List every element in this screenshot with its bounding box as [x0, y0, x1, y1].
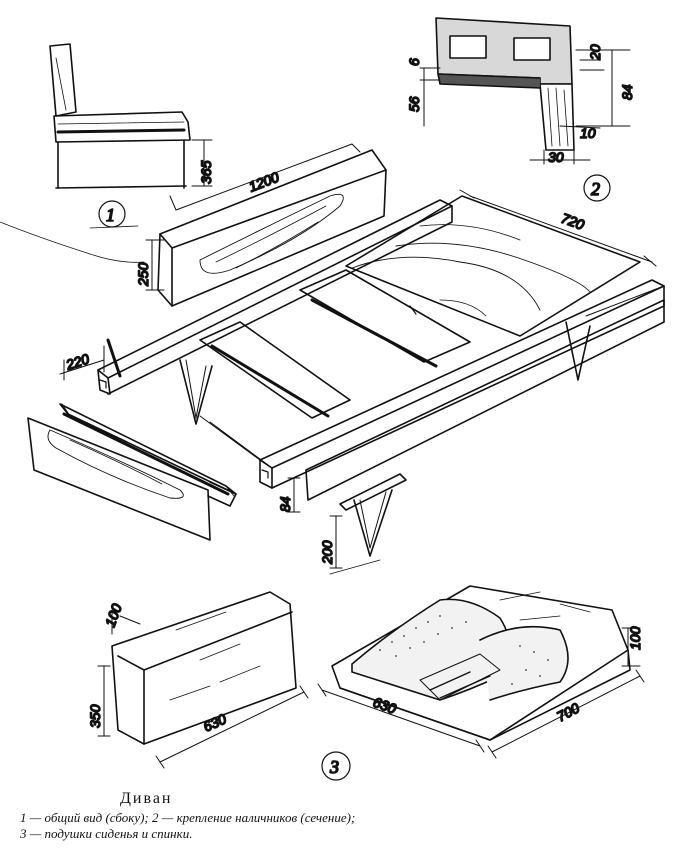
dim-200: 200 [319, 540, 335, 565]
dim-350: 350 [87, 704, 103, 728]
dim-6: 6 [406, 58, 422, 66]
figure-caption: Диван 1 — общий вид (сбоку); 2 — креплен… [20, 790, 680, 842]
side-view: 365 1 [49, 43, 215, 229]
figure-3-label: 3 [329, 757, 339, 777]
caption-line-2: 3 — подушки сиденья и спинки. [20, 826, 193, 841]
figure-1-label: 1 [106, 205, 115, 225]
section-view: 6 56 20 84 10 30 2 [405, 17, 636, 202]
dim-30: 30 [548, 149, 564, 165]
dim-365: 365 [198, 160, 214, 184]
dim-20: 20 [587, 44, 603, 61]
dim-84-frame: 84 [277, 496, 293, 512]
dim-1200: 1200 [246, 169, 281, 195]
dim-56: 56 [406, 96, 422, 112]
dim-220: 220 [63, 350, 91, 373]
dim-630-seat: 630 [371, 694, 399, 717]
dim-100-seat: 100 [627, 626, 643, 650]
cushions-view: 100 350 630 100 630 700 3 [86, 585, 645, 781]
caption-line-1: 1 — общий вид (сбоку); 2 — крепление нал… [20, 810, 356, 825]
dim-84-section: 84 [619, 84, 635, 100]
dim-700: 700 [554, 699, 582, 724]
figure-2-label: 2 [591, 179, 600, 199]
dim-100-back: 100 [102, 601, 125, 629]
dim-250: 250 [135, 262, 151, 287]
caption-title: Диван [120, 790, 173, 807]
dim-10: 10 [580, 125, 596, 141]
